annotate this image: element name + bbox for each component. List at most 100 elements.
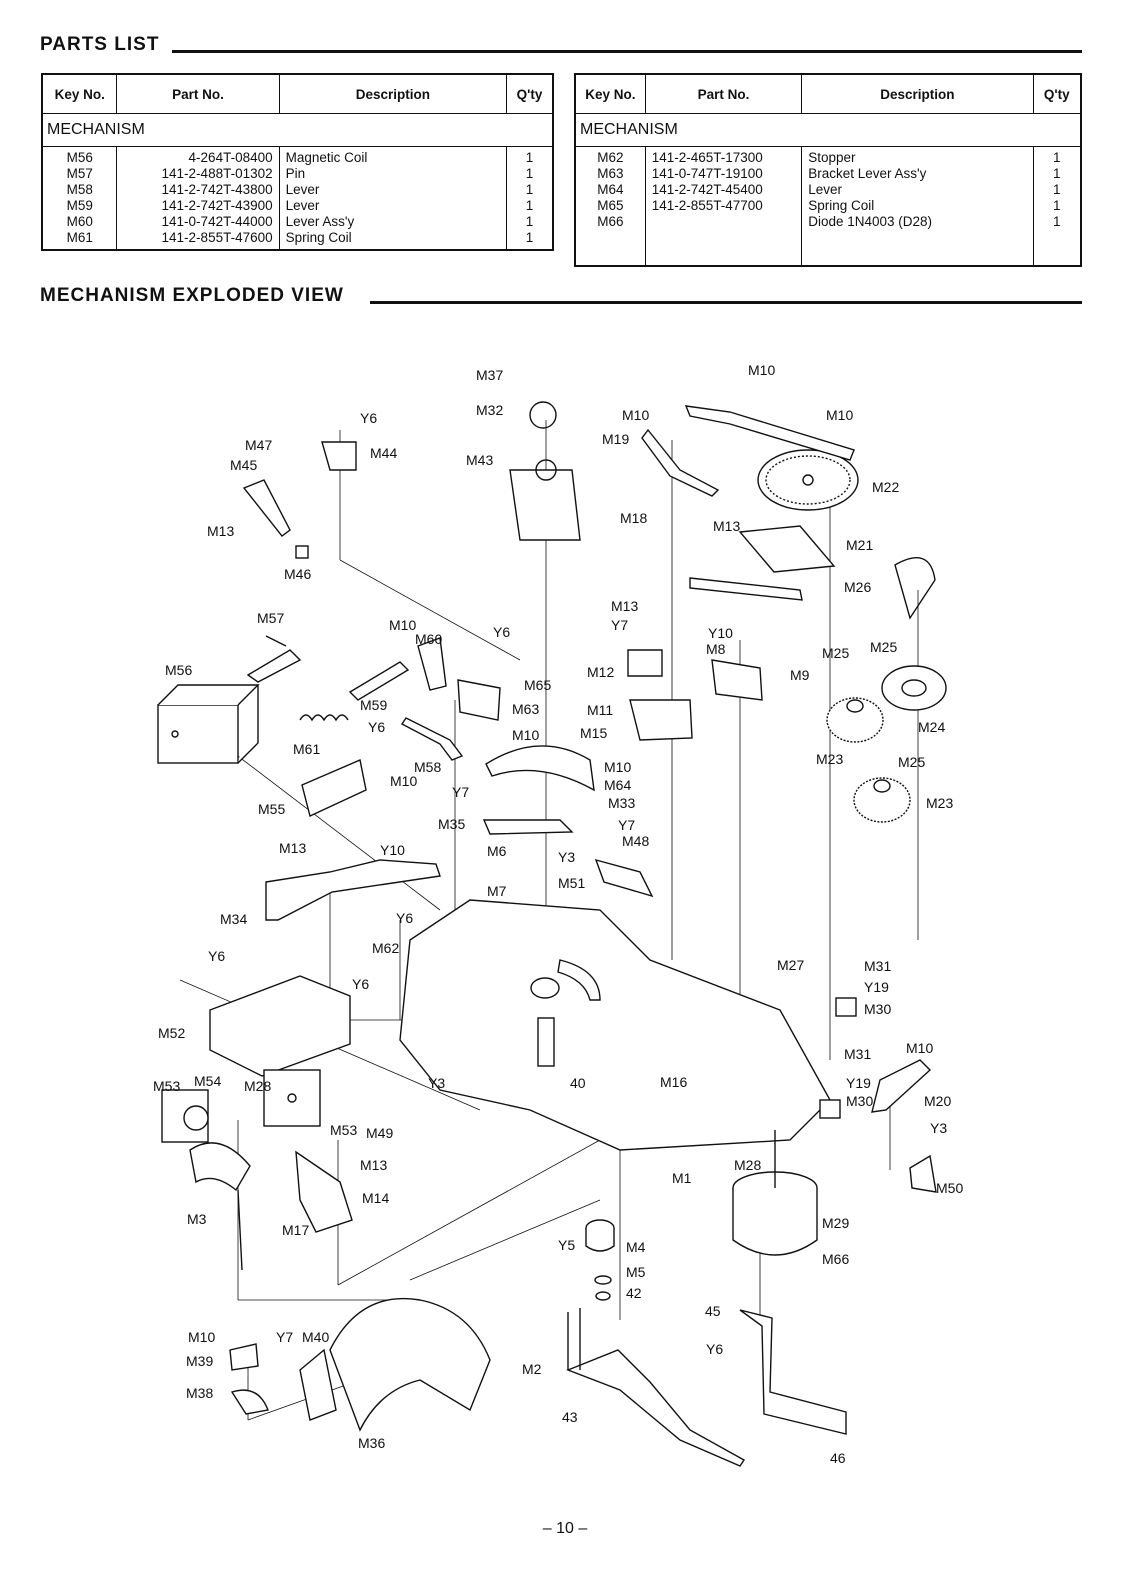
part-m50 bbox=[909, 1154, 937, 1193]
callout-label: M29 bbox=[822, 1215, 849, 1231]
header-key-no: Key No. bbox=[41, 73, 118, 114]
callout-label: Y6 bbox=[706, 1341, 723, 1357]
description: Diode 1N4003 (D28) bbox=[808, 214, 933, 229]
callout-label: M19 bbox=[602, 431, 629, 447]
callout-label: M53 bbox=[330, 1122, 357, 1138]
bracket-part-m8 bbox=[711, 659, 763, 701]
callout-label: Y5 bbox=[558, 1237, 575, 1253]
callout-label: M51 bbox=[558, 875, 585, 891]
chassis-part-m1 bbox=[399, 899, 831, 1151]
callout-label: M65 bbox=[524, 677, 551, 693]
parts-list-heading: PARTS LIST bbox=[40, 34, 160, 55]
header-qty: Q'ty bbox=[506, 73, 554, 114]
part-m48 bbox=[594, 858, 654, 898]
callout-label: M10 bbox=[188, 1329, 215, 1345]
description: Spring Coil bbox=[285, 230, 352, 245]
lever-part-m35 bbox=[482, 819, 574, 835]
header-key-no: Key No. bbox=[574, 73, 646, 114]
part-no: 141-2-488T-01302 bbox=[161, 166, 273, 181]
callout-label: Y3 bbox=[428, 1075, 445, 1091]
qty: 1 bbox=[525, 230, 534, 245]
lever-part-m58 bbox=[400, 717, 464, 761]
exploded-view-rule bbox=[370, 301, 1082, 304]
qty: 1 bbox=[525, 182, 534, 197]
lever-part-m20 bbox=[871, 1059, 932, 1113]
callout-label: M10 bbox=[622, 407, 649, 423]
callout-label: Y19 bbox=[864, 979, 889, 995]
key-no: M57 bbox=[66, 166, 93, 181]
callout-label: M21 bbox=[846, 537, 873, 553]
belt-part-m26 bbox=[894, 557, 936, 620]
description-column: Stopper Bracket Lever Ass'y Lever Spring… bbox=[801, 146, 1034, 266]
callout-label: M18 bbox=[620, 510, 647, 526]
callout-label: Y7 bbox=[452, 784, 469, 800]
part-column: 4-264T-08400 141-2-488T-01302 141-2-742T… bbox=[116, 146, 280, 250]
callout-label: M63 bbox=[512, 701, 539, 717]
qty: 1 bbox=[1053, 214, 1061, 229]
callout-label: M64 bbox=[604, 777, 631, 793]
description: Bracket Lever Ass'y bbox=[808, 166, 927, 181]
callout-label: M49 bbox=[366, 1125, 393, 1141]
callout-label: Y10 bbox=[708, 625, 733, 641]
callout-label: M59 bbox=[360, 697, 387, 713]
lever-part-m3 bbox=[189, 1142, 251, 1192]
callout-label: M26 bbox=[844, 579, 871, 595]
callout-label: 46 bbox=[830, 1450, 846, 1466]
small-part-m46 bbox=[295, 545, 309, 559]
description: Pin bbox=[285, 166, 306, 181]
lever-part-m19 bbox=[641, 428, 720, 497]
description: Spring Coil bbox=[808, 198, 875, 213]
callout-label: Y3 bbox=[930, 1120, 947, 1136]
section-label: MECHANISM bbox=[42, 113, 553, 147]
callout-label: M6 bbox=[487, 843, 507, 859]
exploded-view-heading: MECHANISM EXPLODED VIEW bbox=[40, 285, 344, 306]
bracket-part-m55 bbox=[301, 759, 367, 817]
callout-label: M38 bbox=[186, 1385, 213, 1401]
callout-label: M10 bbox=[512, 727, 539, 743]
bracket-part-m63 bbox=[457, 679, 501, 721]
callout-label: M56 bbox=[165, 662, 192, 678]
callout-label: M10 bbox=[604, 759, 631, 775]
part-m39 bbox=[229, 1343, 259, 1371]
motor-part-m29 bbox=[732, 1130, 818, 1256]
callout-label: Y6 bbox=[360, 410, 377, 426]
pin-part bbox=[246, 649, 302, 683]
callout-label: 43 bbox=[562, 1409, 578, 1425]
description: Stopper bbox=[808, 150, 856, 165]
callout-label: M58 bbox=[414, 759, 441, 775]
header-description: Description bbox=[278, 73, 508, 114]
callout-label: M20 bbox=[924, 1093, 951, 1109]
callout-label: M62 bbox=[372, 940, 399, 956]
solenoid-part-m53-right bbox=[263, 1069, 321, 1127]
callout-label: M4 bbox=[626, 1239, 646, 1255]
key-no: M62 bbox=[597, 150, 624, 165]
callout-label: M66 bbox=[822, 1251, 849, 1267]
bracket-part-m52 bbox=[209, 975, 351, 1077]
qty-column: 1 1 1 1 1 1 bbox=[506, 146, 554, 250]
callout-label: M47 bbox=[245, 437, 272, 453]
callout-label: M25 bbox=[898, 754, 925, 770]
callout-label: M12 bbox=[587, 664, 614, 680]
lever-part-top bbox=[684, 405, 855, 461]
gear-part-m23-lower bbox=[853, 777, 911, 823]
header-part-no: Part No. bbox=[644, 73, 803, 114]
slide-bar bbox=[689, 577, 803, 601]
part-m30-lower bbox=[819, 1099, 841, 1119]
description: Magnetic Coil bbox=[285, 150, 368, 165]
exploded-view-diagram: M37 M32 M43 M10 M10 M10 M19 M22 M18 M13 … bbox=[153, 362, 963, 1467]
callout-label: M13 bbox=[207, 523, 234, 539]
lever-part-m34 bbox=[265, 859, 441, 921]
callout-label: M5 bbox=[626, 1264, 646, 1280]
callout-label: Y6 bbox=[352, 976, 369, 992]
pulley-part-m24 bbox=[881, 665, 947, 711]
part-no: 141-2-855T-47600 bbox=[161, 230, 273, 245]
qty: 1 bbox=[525, 214, 534, 229]
parts-list-rule bbox=[172, 50, 1082, 53]
key-no: M63 bbox=[597, 166, 624, 181]
key-no: M66 bbox=[597, 214, 624, 229]
bracket-part-45 bbox=[739, 1309, 847, 1435]
callout-label: M54 bbox=[194, 1073, 221, 1089]
lever-part-m60 bbox=[417, 637, 447, 691]
key-column: M56 M57 M58 M59 M60 M61 bbox=[41, 146, 118, 250]
callout-label: Y7 bbox=[276, 1329, 293, 1345]
